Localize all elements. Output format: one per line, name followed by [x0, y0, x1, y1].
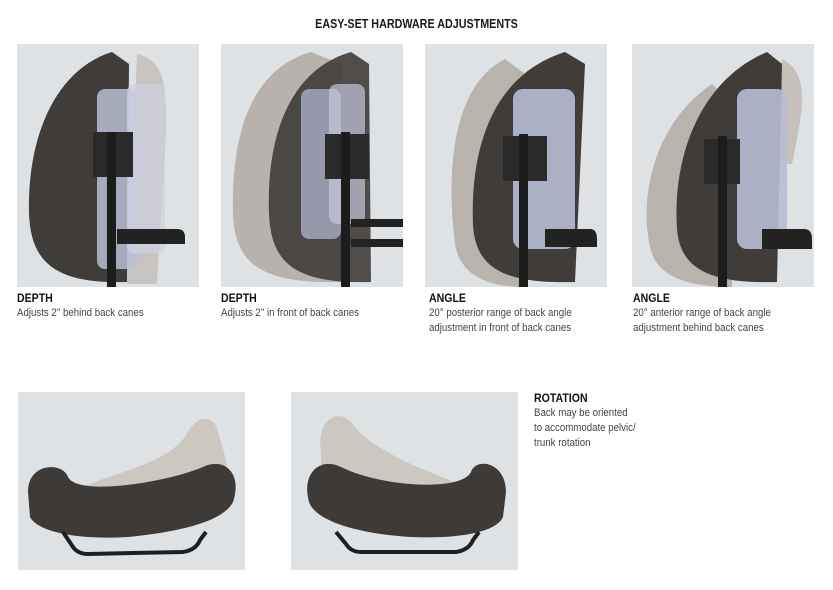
angle-posterior-caption: ANGLE 20° posterior range of back angle …: [429, 291, 629, 336]
backrest-side-illustration: [232, 52, 403, 287]
depth-behind-caption: DEPTH Adjusts 2" behind back canes: [17, 291, 217, 321]
caption-text: 20° posterior range of back angle adjust…: [429, 307, 572, 334]
rotation-caption: ROTATION Back may be oriented to accommo…: [534, 391, 734, 451]
backrest-top-illustration: [28, 418, 236, 557]
depth-front-photo: [221, 44, 403, 287]
caption-heading: DEPTH: [17, 291, 53, 305]
rotation-left-photo: [18, 392, 245, 570]
depth-front-caption: DEPTH Adjusts 2" in front of back canes: [221, 291, 421, 321]
angle-anterior-caption: ANGLE 20° anterior range of back angle a…: [633, 291, 833, 336]
angle-posterior-photo: [425, 44, 607, 287]
caption-heading: DEPTH: [221, 291, 257, 305]
depth-behind-photo: [17, 44, 199, 287]
caption-heading: ROTATION: [534, 391, 588, 405]
caption-text: Back may be oriented to accommodate pelv…: [534, 407, 636, 449]
caption-text: Adjusts 2" in front of back canes: [221, 307, 359, 319]
caption-text: 20° anterior range of back angle adjustm…: [633, 307, 771, 334]
angle-anterior-photo: [632, 44, 814, 287]
caption-text: Adjusts 2" behind back canes: [17, 307, 144, 319]
backrest-side-illustration: [451, 52, 597, 287]
backrest-top-illustration: [307, 416, 506, 554]
backrest-side-illustration: [646, 52, 812, 287]
rotation-right-photo: [291, 392, 518, 570]
caption-heading: ANGLE: [429, 291, 466, 305]
page-title: EASY-SET HARDWARE ADJUSTMENTS: [315, 17, 518, 31]
backrest-side-illustration: [28, 52, 185, 287]
caption-heading: ANGLE: [633, 291, 670, 305]
